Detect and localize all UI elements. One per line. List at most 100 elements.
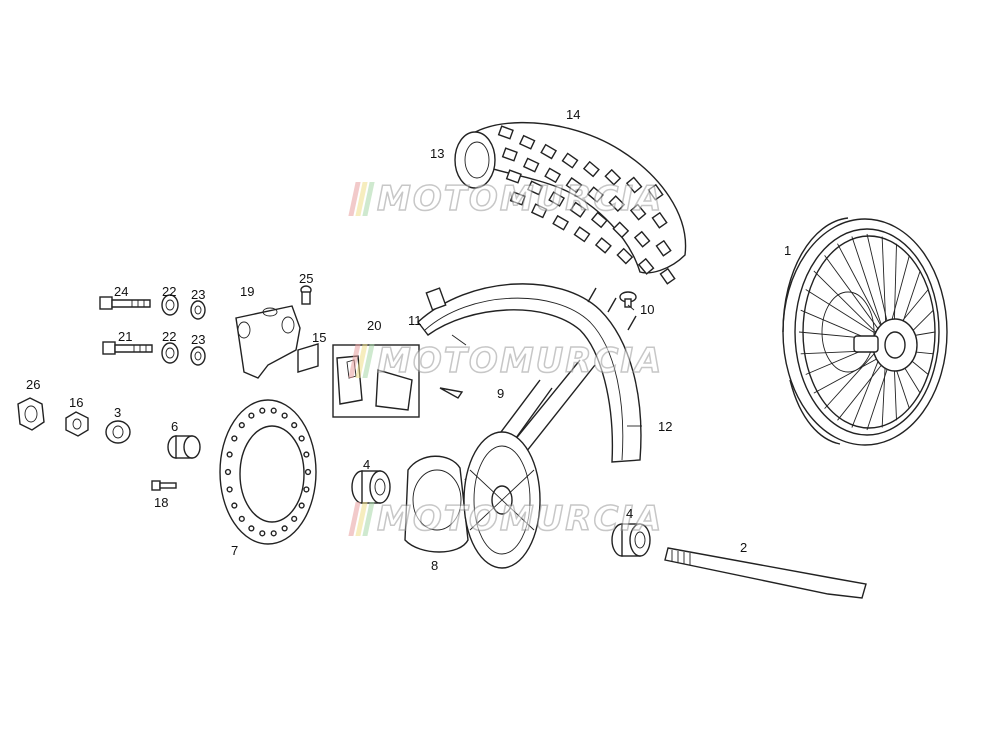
callout-14: 14 xyxy=(566,107,581,122)
caliper-drawing xyxy=(235,305,301,379)
tread-block xyxy=(569,201,587,218)
brake-pads-drawing xyxy=(332,344,420,418)
watermark-stripes xyxy=(348,182,375,216)
tread-block xyxy=(561,152,579,169)
tread-block xyxy=(659,267,676,285)
watermark-text: MOTOMURCIA xyxy=(376,498,664,540)
disc-hole xyxy=(248,412,255,419)
watermark-middle: MOTOMURCIA xyxy=(348,340,664,382)
callout-24: 24 xyxy=(114,284,129,299)
tread-block xyxy=(637,257,655,275)
callout-22-bottom: 22 xyxy=(162,329,177,344)
bearing-right-drawing xyxy=(611,523,651,557)
tread-block xyxy=(633,230,651,248)
tread-block xyxy=(590,211,608,229)
bolt-24-drawing xyxy=(99,296,151,310)
tread-block xyxy=(509,191,526,206)
spacer-drawing xyxy=(167,435,201,459)
callout-7: 7 xyxy=(231,543,239,558)
watermark-stripes xyxy=(348,344,375,378)
callout-23-top: 23 xyxy=(191,287,206,302)
washer-22-bottom-drawing xyxy=(161,342,179,364)
disc-hole xyxy=(291,515,298,522)
tread-block xyxy=(647,183,664,201)
tread-block xyxy=(586,186,604,203)
callout-6: 6 xyxy=(171,419,179,434)
spoke xyxy=(851,236,887,341)
callout-9: 9 xyxy=(497,386,505,401)
callout-22-top: 22 xyxy=(162,284,177,299)
tread-block xyxy=(565,177,583,194)
brake-disc-drawing xyxy=(219,399,317,545)
callout-2: 2 xyxy=(740,540,748,555)
tread-block xyxy=(655,239,672,257)
bearing-left-drawing xyxy=(351,470,391,504)
callout-4-right: 4 xyxy=(626,506,634,521)
disc-hole xyxy=(226,451,233,458)
tread-block xyxy=(594,237,612,254)
disc-hole xyxy=(259,530,266,537)
callout-3: 3 xyxy=(114,405,122,420)
watermark-bottom: MOTOMURCIA xyxy=(348,498,664,540)
callout-8: 8 xyxy=(431,558,439,573)
spoke xyxy=(805,289,887,341)
nut-16-drawing xyxy=(65,411,89,437)
washer-22-top-drawing xyxy=(161,294,179,316)
fork-fender-drawing xyxy=(417,283,642,501)
callout-12: 12 xyxy=(658,419,673,434)
disc-hole xyxy=(231,435,238,442)
tread-block xyxy=(552,214,570,231)
tyre-drawing xyxy=(454,121,687,285)
tread-block xyxy=(616,247,634,265)
watermark-text: MOTOMURCIA xyxy=(376,340,664,382)
watermark-text: MOTOMURCIA xyxy=(376,178,664,220)
callout-4-left: 4 xyxy=(363,457,371,472)
spoke xyxy=(824,255,887,341)
callout-10: 10 xyxy=(640,302,655,317)
disc-hole xyxy=(298,502,305,509)
washer-23-top-drawing xyxy=(190,300,206,320)
disc-hole xyxy=(281,412,288,419)
screw-18-drawing xyxy=(151,480,177,491)
bleed-screw-drawing xyxy=(300,285,312,305)
callout-25: 25 xyxy=(299,271,314,286)
tread-block xyxy=(530,203,548,219)
screw-drawing xyxy=(619,291,637,308)
callout-19: 19 xyxy=(240,284,255,299)
disc-hole xyxy=(270,530,277,537)
disc-hole xyxy=(231,502,238,509)
disc-hole xyxy=(238,422,245,429)
disc-hole xyxy=(281,525,288,532)
tread-block xyxy=(522,157,540,173)
tread-block xyxy=(540,143,558,160)
tread-block xyxy=(573,226,591,243)
tread-block xyxy=(629,203,647,221)
disc-hole xyxy=(303,486,310,493)
disc-hole xyxy=(298,435,305,442)
tread-block xyxy=(604,168,622,186)
tread-block xyxy=(544,167,562,184)
callout-1: 1 xyxy=(784,243,792,258)
callout-16: 16 xyxy=(69,395,84,410)
pad-spring-drawing xyxy=(297,343,319,373)
callout-26: 26 xyxy=(26,377,41,392)
bolt-21-drawing xyxy=(102,341,153,355)
tread-block xyxy=(548,191,566,207)
tread-block xyxy=(651,211,668,229)
front-wheel-drawing xyxy=(782,217,948,446)
callout-18: 18 xyxy=(154,495,169,510)
leader-lines xyxy=(451,304,642,427)
disc-hole xyxy=(303,451,310,458)
tread-block xyxy=(526,180,544,196)
tread-block xyxy=(612,221,630,239)
tread-block xyxy=(625,176,643,194)
watermark-stripes xyxy=(348,502,375,536)
washer-3-drawing xyxy=(105,420,131,444)
tread-block xyxy=(582,160,600,178)
tread-block xyxy=(501,147,518,162)
washer-23-bottom-drawing xyxy=(190,346,206,366)
tread-block xyxy=(608,195,626,212)
callout-23-bottom: 23 xyxy=(191,332,206,347)
